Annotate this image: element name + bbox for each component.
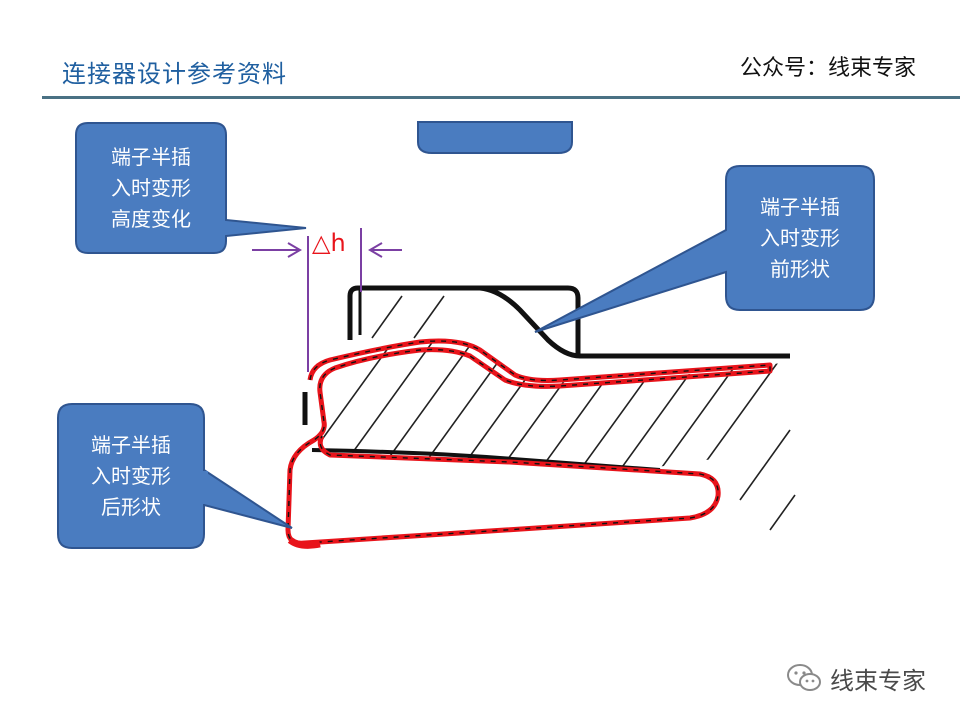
callout-before-shape	[534, 165, 875, 333]
delta-h-dimension	[252, 228, 402, 372]
callout-after-joint	[196, 471, 208, 504]
outer-hatch-lines	[371, 295, 796, 531]
delta-h-label: △h	[312, 229, 346, 257]
wechat-icon	[787, 664, 821, 691]
inner-base-line	[311, 448, 661, 472]
account-label: 公众号：线束专家	[739, 56, 916, 81]
original-terminal-outline	[347, 285, 790, 359]
header-divider	[42, 96, 960, 99]
housing-top-block	[417, 121, 573, 154]
deformed-terminal-outline	[285, 338, 773, 549]
housing-cap	[470, 285, 581, 356]
watermark: 线束专家	[786, 660, 926, 696]
watermark-text: 线束专家	[830, 666, 926, 695]
callout-height-change	[75, 122, 307, 254]
page-title: 连接器设计参考资料	[62, 60, 287, 88]
